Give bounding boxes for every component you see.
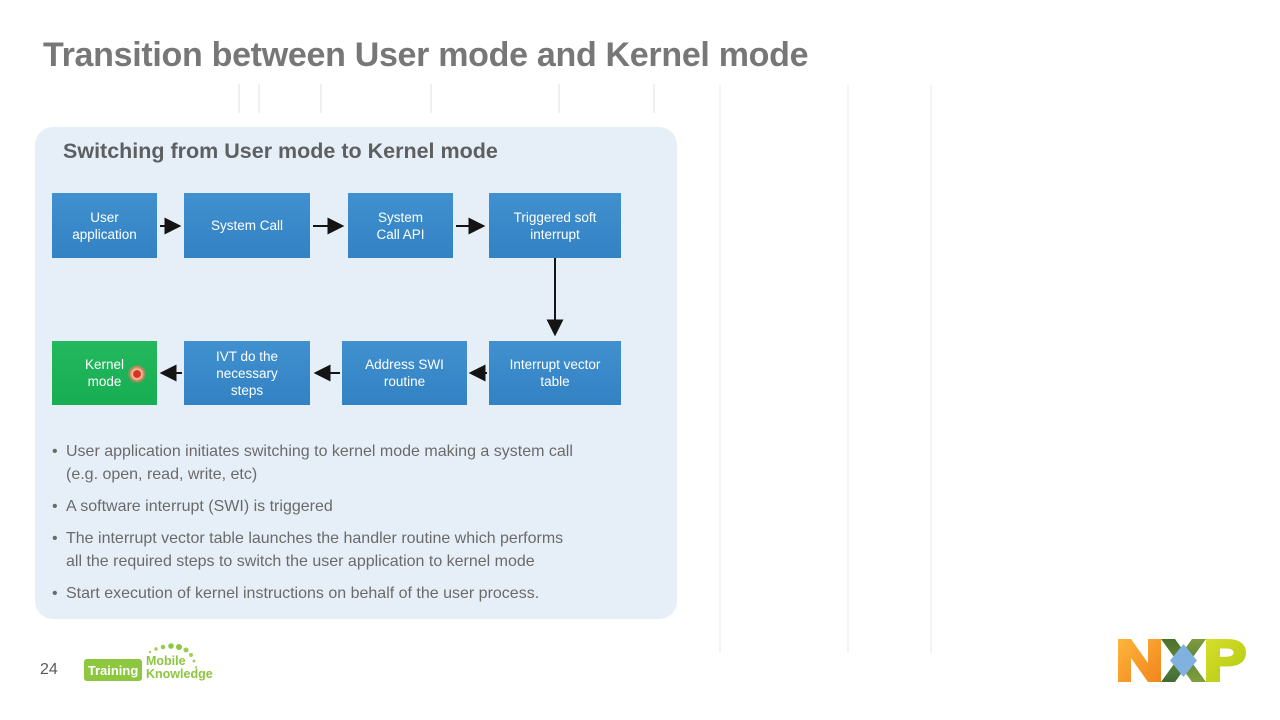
ghost-tick xyxy=(238,84,240,113)
nxp-logo-icon xyxy=(1118,639,1246,682)
ghost-tick xyxy=(558,84,560,113)
ghost-tick xyxy=(320,84,322,113)
flow-box-address-swi-routine: Address SWI routine xyxy=(342,341,467,405)
brand-line1: Mobile xyxy=(146,654,186,668)
bullet-marker: • xyxy=(52,585,58,602)
panel-heading: Switching from User mode to Kernel mode xyxy=(63,139,498,163)
bullet-marker: • xyxy=(52,498,58,515)
slide-title: Transition between User mode and Kernel … xyxy=(43,36,809,74)
bullet-item: • Start execution of kernel instructions… xyxy=(52,582,667,605)
brand-line2: Knowledge xyxy=(146,666,213,681)
training-badge: Training xyxy=(84,659,142,681)
ghost-gridline xyxy=(930,85,932,653)
flow-box-system-call: System Call xyxy=(184,193,310,258)
bullet-item: • The interrupt vector table launches th… xyxy=(52,527,667,573)
flow-box-ivt-necessary-steps: IVT do the necessary steps xyxy=(184,341,310,405)
flow-box-interrupt-vector-table: Interrupt vector table xyxy=(489,341,621,405)
bullet-marker: • xyxy=(52,530,58,547)
bullet-text: Start execution of kernel instructions o… xyxy=(66,585,540,602)
ghost-tick xyxy=(653,84,655,113)
bullet-text: The interrupt vector table launches the … xyxy=(66,530,564,570)
bullet-marker: • xyxy=(52,443,58,460)
mobile-knowledge-logo: Mobile Knowledge xyxy=(146,643,213,681)
flow-box-system-call-api: System Call API xyxy=(348,193,453,258)
flow-box-user-application: User application xyxy=(52,193,157,258)
page-number: 24 xyxy=(40,661,58,678)
ghost-gridline xyxy=(719,85,721,653)
bullet-text: User application initiates switching to … xyxy=(66,443,573,483)
flow-box-triggered-soft-interrupt: Triggered soft interrupt xyxy=(489,193,621,258)
cursor-indicator xyxy=(128,365,146,383)
bullet-item: • A software interrupt (SWI) is triggere… xyxy=(52,495,667,518)
ghost-tick xyxy=(258,84,260,113)
ghost-gridline xyxy=(847,85,849,653)
nxp-logo xyxy=(1118,637,1246,689)
bullet-text: A software interrupt (SWI) is triggered xyxy=(66,498,333,515)
ghost-tick xyxy=(430,84,432,113)
bullet-list: • User application initiates switching t… xyxy=(52,440,667,614)
mobile-knowledge-dots-icon xyxy=(148,643,198,669)
bullet-item: • User application initiates switching t… xyxy=(52,440,667,486)
